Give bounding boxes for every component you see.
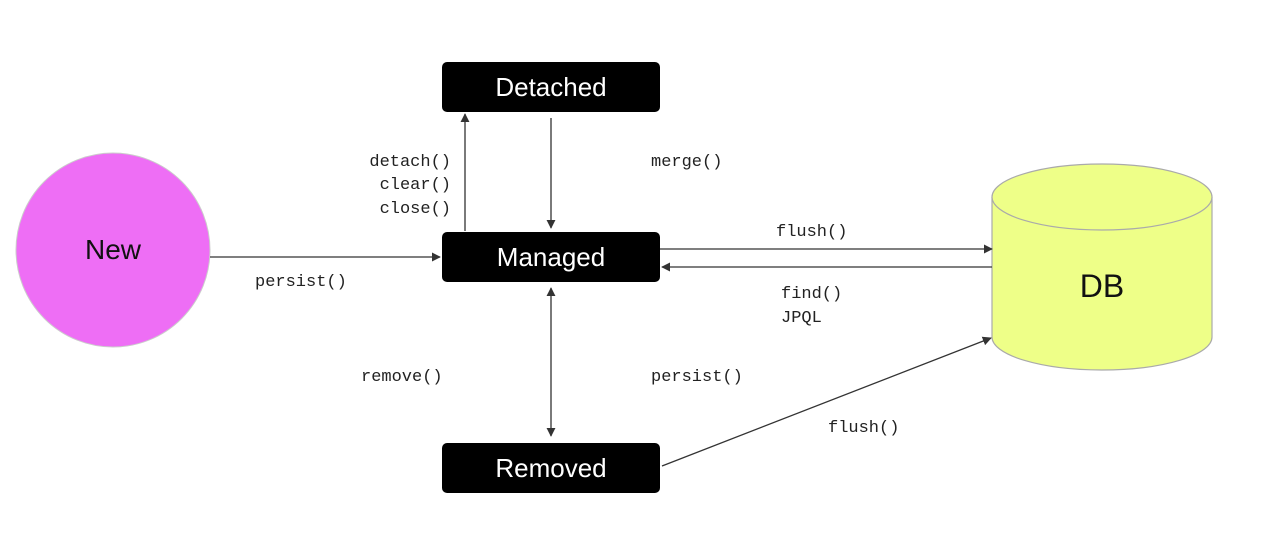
label-jpql: JPQL	[781, 309, 822, 328]
label-merge: merge()	[651, 153, 722, 172]
label-remove: remove()	[361, 368, 443, 387]
label-flush-removed: flush()	[828, 419, 899, 438]
label-persist-removed: persist()	[651, 368, 743, 387]
node-removed-shape	[442, 443, 660, 493]
node-detached: Detached	[442, 62, 660, 112]
node-db-top	[991, 163, 1213, 231]
node-detached-label: Detached	[495, 72, 606, 102]
label-persist-new: persist()	[255, 273, 347, 292]
node-db-label: DB	[1080, 268, 1124, 304]
label-flush-managed: flush()	[776, 223, 847, 242]
label-detach: detach()	[369, 153, 451, 172]
node-managed-shape	[442, 232, 660, 282]
node-new-label: New	[85, 234, 142, 265]
node-removed-label: Removed	[495, 453, 606, 483]
label-find: find()	[781, 285, 842, 304]
label-close: close()	[380, 200, 451, 219]
node-managed-label: Managed	[497, 242, 605, 272]
edge-removed-to-db	[661, 336, 992, 467]
node-db: DB	[991, 163, 1213, 371]
node-new: New	[15, 152, 211, 348]
node-removed: Removed	[442, 443, 660, 493]
label-clear: clear()	[380, 176, 451, 195]
node-new-shape	[15, 152, 211, 348]
node-detached-shape	[442, 62, 660, 112]
node-db-body	[991, 197, 1213, 371]
node-managed: Managed	[442, 232, 660, 282]
